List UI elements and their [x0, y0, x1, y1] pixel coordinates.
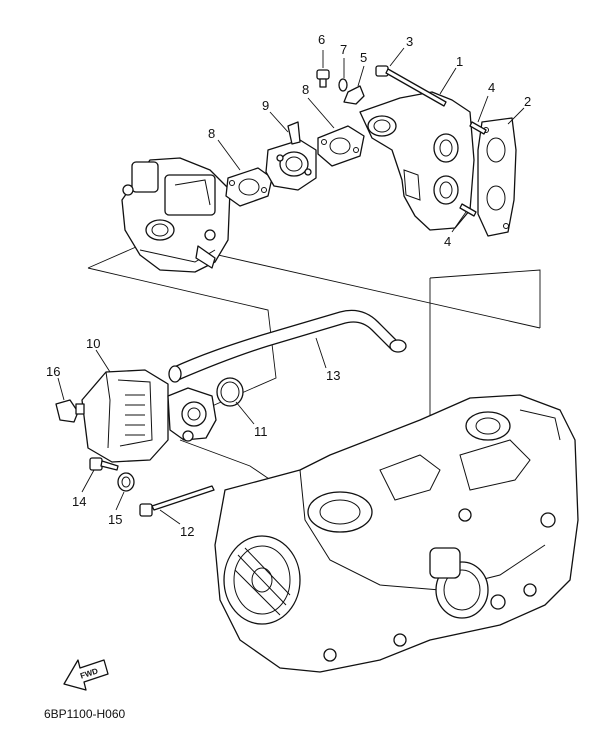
callout-16: 16 — [46, 364, 60, 379]
diagram-code: 6BP1100-H060 — [44, 707, 125, 721]
callout-10: 10 — [86, 336, 100, 351]
carburetor-assembly — [121, 157, 231, 273]
part-4-stud-upper — [469, 121, 487, 135]
callout-2: 2 — [524, 94, 531, 109]
part-2-manifold-gasket — [477, 117, 517, 237]
part-13-hose — [168, 309, 407, 383]
callout-13: 13 — [326, 368, 340, 383]
part-10-bracket — [81, 369, 217, 463]
part-4-stud-lower — [459, 203, 477, 217]
part-5-clamp — [343, 85, 365, 105]
engine-block — [214, 394, 579, 673]
part-16-clip — [55, 399, 85, 423]
callout-4-upper: 4 — [488, 80, 495, 95]
part-9-intake-joint — [265, 121, 317, 191]
part-11-o-ring — [216, 377, 244, 407]
callout-8-right: 8 — [302, 82, 309, 97]
part-15-grommet — [117, 472, 135, 492]
callout-5: 5 — [360, 50, 367, 65]
callout-12: 12 — [180, 524, 194, 539]
callout-15: 15 — [108, 512, 122, 527]
callout-7: 7 — [340, 42, 347, 57]
callout-9: 9 — [262, 98, 269, 113]
part-6-bolt — [316, 69, 330, 88]
leader-lines — [57, 47, 525, 525]
part-8-gasket-left — [225, 167, 273, 207]
callout-4-lower: 4 — [444, 234, 451, 249]
part-1-intake-manifold — [359, 91, 475, 231]
callout-11: 11 — [254, 424, 268, 439]
part-3-bolt — [375, 65, 447, 107]
part-12-long-bolt — [139, 485, 215, 517]
callout-14: 14 — [72, 494, 86, 509]
callout-8-left: 8 — [208, 126, 215, 141]
part-14-bolt — [89, 457, 119, 471]
callout-3: 3 — [406, 34, 413, 49]
part-7-washer — [338, 78, 348, 92]
callout-6: 6 — [318, 32, 325, 47]
fwd-arrow-icon: FWD — [63, 659, 109, 691]
callout-labels: 6 7 5 3 1 4 2 4 8 9 8 10 16 11 13 14 15 … — [46, 32, 531, 539]
callout-1: 1 — [456, 54, 463, 69]
part-8-gasket-right — [317, 125, 365, 167]
